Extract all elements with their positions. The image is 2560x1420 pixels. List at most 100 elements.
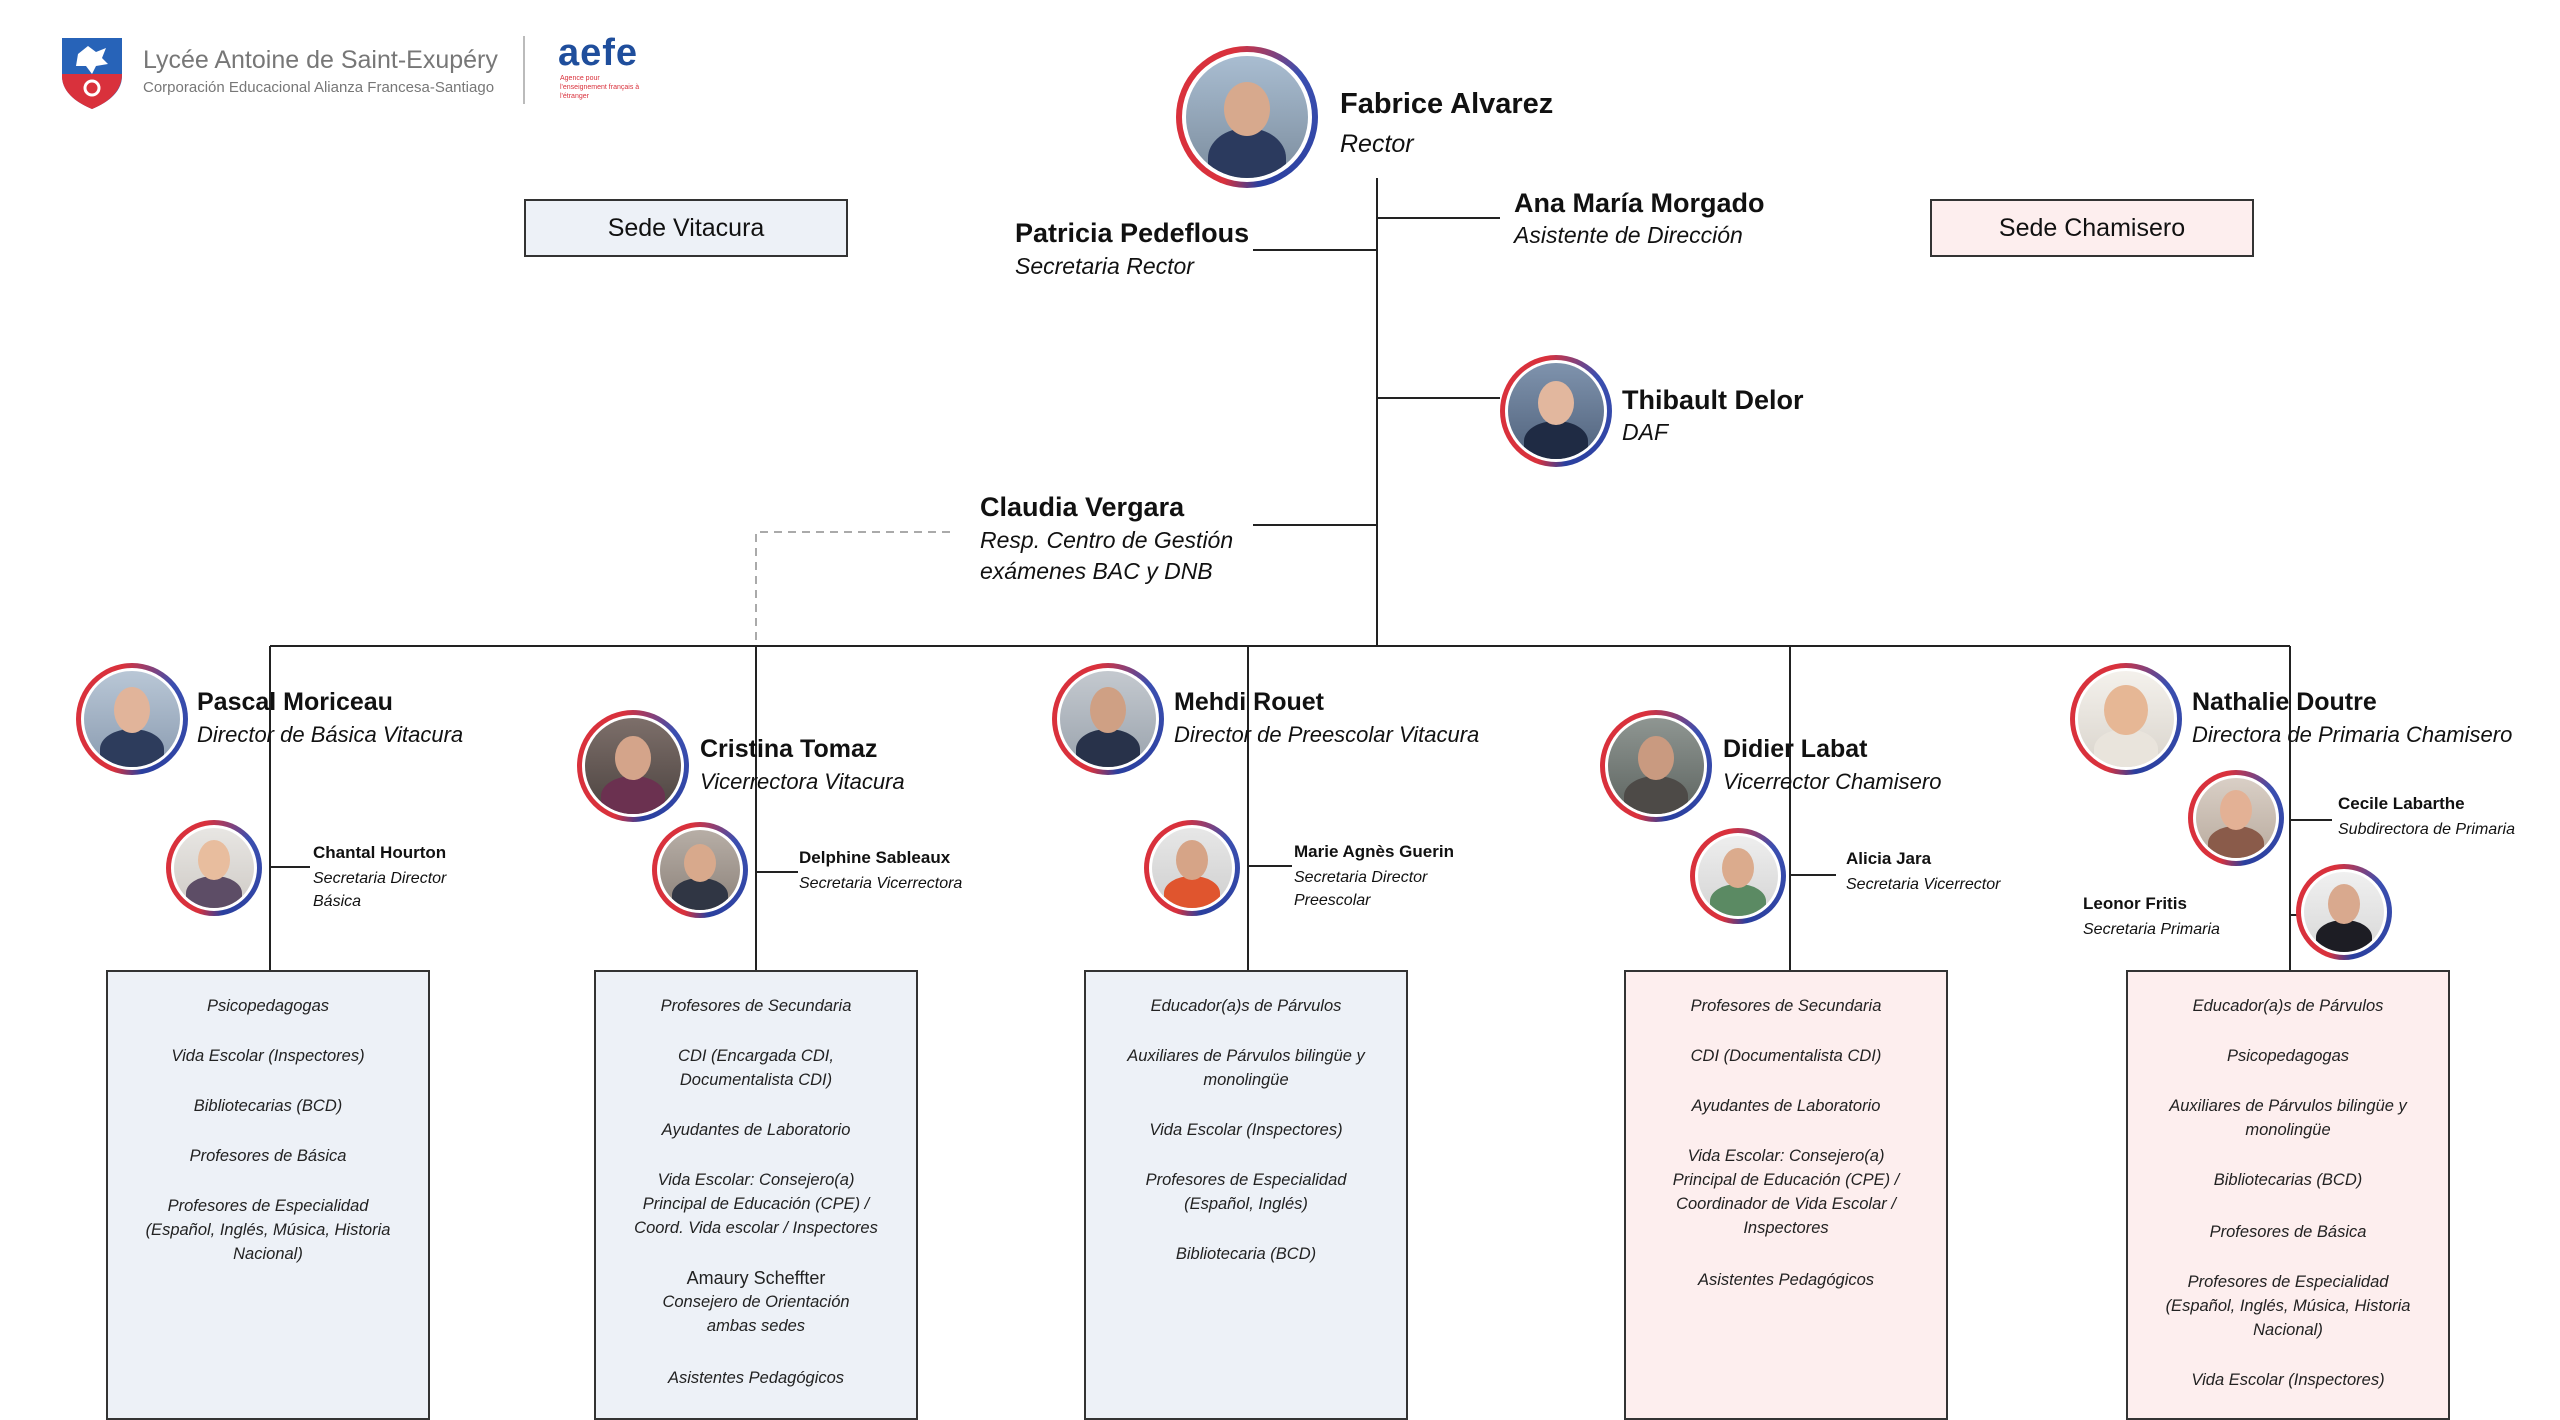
box-vicerrector-chamisero: Profesores de Secundaria CDI (Documental… bbox=[1624, 970, 1948, 1420]
box-item: Vida Escolar (Inspectores) bbox=[1149, 1121, 1343, 1139]
school-name: Lycée Antoine de Saint-Exupéry bbox=[143, 46, 498, 74]
box-item-amaury: Amaury Scheffter bbox=[686, 1268, 826, 1288]
box-item: Inspectores bbox=[1743, 1219, 1829, 1237]
box-item: Profesores de Básica bbox=[189, 1147, 347, 1165]
box-item: Profesores de Secundaria bbox=[1690, 997, 1882, 1015]
alicia-role: Secretaria Vicerrector bbox=[1846, 876, 2001, 893]
nathalie-role: Directora de Primaria Chamisero bbox=[2192, 722, 2513, 747]
box-item: Vida Escolar: Consejero(a) bbox=[1687, 1147, 1885, 1165]
box-item: ambas sedes bbox=[706, 1317, 806, 1335]
secretaria-rector-role: Secretaria Rector bbox=[1015, 253, 1194, 279]
box-item: Profesores de Secundaria bbox=[660, 997, 852, 1015]
aefe-logo: aefe bbox=[558, 32, 639, 74]
cecile-avatar bbox=[2188, 770, 2284, 866]
box-item: (Español, Inglés, Música, Historia bbox=[2165, 1297, 2411, 1315]
box-primaria-chamisero: Educador(a)s de Párvulos Psicopedagogas … bbox=[2126, 970, 2450, 1420]
gestion-role-line2: exámenes BAC y DNB bbox=[980, 558, 1213, 584]
pascal-role: Director de Básica Vitacura bbox=[197, 722, 464, 747]
secretaria-rector-name: Patricia Pedeflous bbox=[1015, 218, 1250, 248]
box-item: Psicopedagogas bbox=[2226, 1047, 2349, 1065]
daf-role: DAF bbox=[1622, 419, 1668, 445]
rector-name: Fabrice Alvarez bbox=[1340, 88, 1554, 120]
box-item: Consejero de Orientación bbox=[662, 1293, 850, 1311]
box-item: CDI (Documentalista CDI) bbox=[1690, 1047, 1882, 1065]
rector-avatar bbox=[1176, 46, 1318, 188]
box-item: Profesores de Especialidad bbox=[167, 1197, 369, 1215]
gestion-name: Claudia Vergara bbox=[980, 492, 1185, 522]
box-item: Nacional) bbox=[233, 1245, 303, 1263]
cecile-role: Subdirectora de Primaria bbox=[2338, 821, 2515, 838]
gestion-role-line1: Resp. Centro de Gestión bbox=[980, 527, 1234, 553]
box-item: monolingüe bbox=[1203, 1071, 1289, 1089]
chantal-name: Chantal Hourton bbox=[313, 843, 447, 862]
alicia-name: Alicia Jara bbox=[1846, 849, 1932, 868]
box-item: Asistentes Pedagógicos bbox=[667, 1369, 845, 1387]
school-subtitle: Corporación Educacional Alianza Francesa… bbox=[143, 79, 495, 96]
chantal-role-line1: Secretaria Director bbox=[313, 870, 447, 887]
box-item: Auxiliares de Párvulos bilingüe y bbox=[2169, 1097, 2407, 1115]
school-crest-logo bbox=[60, 34, 124, 110]
box-item: Auxiliares de Párvulos bilingüe y bbox=[1127, 1047, 1365, 1065]
box-item: Psicopedagogas bbox=[206, 997, 329, 1015]
pascal-name: Pascal Moriceau bbox=[197, 688, 393, 716]
leonor-avatar bbox=[2296, 864, 2392, 960]
didier-name: Didier Labat bbox=[1723, 735, 1868, 763]
cristina-role: Vicerrectora Vitacura bbox=[700, 769, 905, 794]
delphine-role: Secretaria Vicerrectora bbox=[799, 875, 963, 892]
cristina-name: Cristina Tomaz bbox=[700, 735, 878, 763]
sede-vitacura-label: Sede Vitacura bbox=[524, 199, 848, 257]
aefe-tagline: Agence pour l'enseignement français à l'… bbox=[560, 75, 640, 100]
box-item: Principal de Educación (CPE) / bbox=[642, 1195, 870, 1213]
marie-role-line2: Preescolar bbox=[1294, 892, 1371, 909]
box-basica-vitacura: Psicopedagogas Vida Escolar (Inspectores… bbox=[106, 970, 430, 1420]
mehdi-name: Mehdi Rouet bbox=[1174, 688, 1324, 716]
delphine-name: Delphine Sableaux bbox=[799, 848, 951, 867]
asistente-name: Ana María Morgado bbox=[1514, 188, 1765, 218]
alicia-avatar bbox=[1690, 828, 1786, 924]
box-item: Profesores de Básica bbox=[2209, 1223, 2367, 1241]
cecile-name: Cecile Labarthe bbox=[2338, 794, 2465, 813]
box-item: Profesores de Especialidad bbox=[1145, 1171, 1347, 1189]
daf-name: Thibault Delor bbox=[1622, 385, 1804, 415]
box-item: Ayudantes de Laboratorio bbox=[1691, 1097, 1881, 1115]
box-item: monolingüe bbox=[2245, 1121, 2331, 1139]
box-preescolar-vitacura: Educador(a)s de Párvulos Auxiliares de P… bbox=[1084, 970, 1408, 1420]
box-item: Nacional) bbox=[2253, 1321, 2323, 1339]
chantal-role-line2: Básica bbox=[313, 893, 362, 910]
box-vicerrectora-vitacura: Profesores de Secundaria CDI (Encargada … bbox=[594, 970, 918, 1420]
box-item: Vida Escolar (Inspectores) bbox=[171, 1047, 365, 1065]
box-item: CDI (Encargada CDI, bbox=[678, 1047, 834, 1065]
leonor-name: Leonor Fritis bbox=[2083, 894, 2187, 913]
box-item: Vida Escolar: Consejero(a) bbox=[657, 1171, 855, 1189]
rector-role: Rector bbox=[1340, 130, 1414, 158]
mehdi-avatar bbox=[1052, 663, 1164, 775]
nathalie-name: Nathalie Doutre bbox=[2192, 688, 2377, 716]
pascal-avatar bbox=[76, 663, 188, 775]
marie-avatar bbox=[1144, 820, 1240, 916]
asistente-role: Asistente de Dirección bbox=[1514, 222, 1743, 248]
didier-avatar bbox=[1600, 710, 1712, 822]
box-item: Bibliotecarias (BCD) bbox=[2213, 1171, 2363, 1189]
leonor-role: Secretaria Primaria bbox=[2083, 921, 2220, 938]
marie-name: Marie Agnès Guerin bbox=[1294, 842, 1454, 861]
box-item: Educador(a)s de Párvulos bbox=[1150, 997, 1342, 1015]
box-item: Educador(a)s de Párvulos bbox=[2192, 997, 2384, 1015]
box-item: Profesores de Especialidad bbox=[2187, 1273, 2389, 1291]
daf-avatar bbox=[1500, 355, 1612, 467]
box-item: Coord. Vida escolar / Inspectores bbox=[634, 1219, 878, 1237]
nathalie-avatar bbox=[2070, 663, 2182, 775]
box-item: Principal de Educación (CPE) / bbox=[1672, 1171, 1900, 1189]
box-item: Documentalista CDI) bbox=[679, 1071, 833, 1089]
box-item: (Español, Inglés, Música, Historia bbox=[145, 1221, 391, 1239]
box-item: Asistentes Pedagógicos bbox=[1697, 1271, 1875, 1289]
box-item: Bibliotecarias (BCD) bbox=[193, 1097, 343, 1115]
sede-chamisero-label: Sede Chamisero bbox=[1930, 199, 2254, 257]
dashed-link-gestion bbox=[755, 531, 950, 646]
chantal-avatar bbox=[166, 820, 262, 916]
mehdi-role: Director de Preescolar Vitacura bbox=[1174, 722, 1480, 747]
box-item: Ayudantes de Laboratorio bbox=[661, 1121, 851, 1139]
didier-role: Vicerrector Chamisero bbox=[1723, 769, 1942, 794]
delphine-avatar bbox=[652, 822, 748, 918]
box-item: (Español, Inglés) bbox=[1184, 1195, 1308, 1213]
box-item: Coordinador de Vida Escolar / bbox=[1676, 1195, 1896, 1213]
